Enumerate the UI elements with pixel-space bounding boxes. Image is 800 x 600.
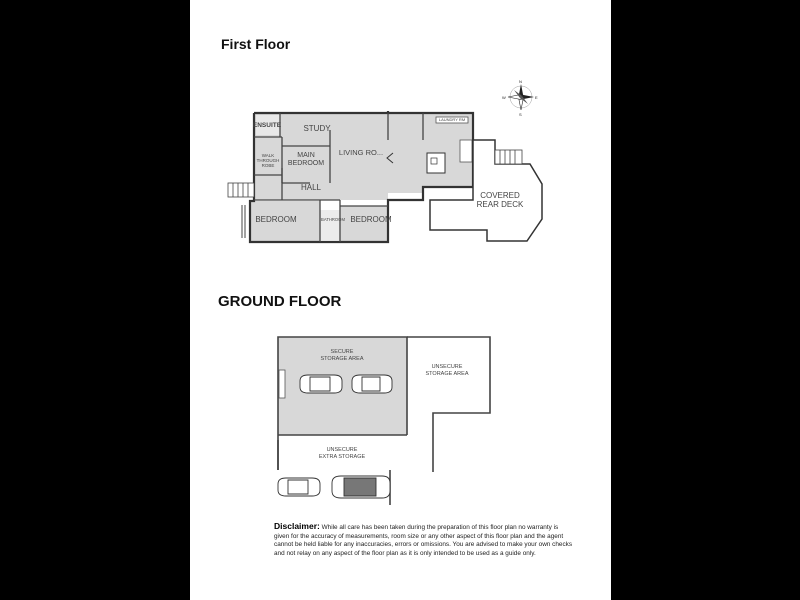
- compass-w: W: [502, 95, 506, 100]
- room-robe-line2: THROUGH: [257, 158, 280, 163]
- compass-e: E: [535, 95, 538, 100]
- room-robe-line1: WALK: [262, 153, 275, 158]
- car-icon: [331, 475, 391, 499]
- floor-plan-sheet: First Floor GROUND FLOOR: [190, 0, 611, 600]
- area-unsecure-line1: UNSECURE: [432, 364, 463, 370]
- compass-s: S: [519, 112, 522, 117]
- compass-icon: N S E W: [502, 79, 538, 117]
- area-unsecure-line2: STORAGE AREA: [426, 371, 469, 377]
- room-laundry: LAUNDRY RM: [439, 117, 465, 122]
- room-bathroom: BATHROOM: [321, 217, 345, 222]
- room-deck-line1: COVERED: [480, 191, 520, 200]
- room-living: LIVING RO...: [339, 148, 383, 157]
- room-deck-line2: REAR DECK: [477, 200, 524, 209]
- disclaimer-text: While all care has been taken during the…: [274, 524, 573, 557]
- room-robe-line3: ROBE: [262, 163, 275, 168]
- room-study: STUDY: [303, 124, 331, 133]
- room-main-bedroom-line1: MAIN: [297, 152, 315, 159]
- area-secure-line1: SECURE: [331, 349, 354, 355]
- area-secure-line2: STORAGE AREA: [321, 356, 364, 362]
- car-icon: [351, 374, 393, 394]
- area-extra-line2: EXTRA STORAGE: [319, 454, 366, 460]
- floor-plan-drawing: N S E W ENSUITE STUDY WALK THROUGH ROBE …: [227, 79, 543, 505]
- room-main-bedroom-line2: BEDROOM: [288, 160, 324, 167]
- car-icon: [277, 477, 321, 497]
- ground-floor-plan: SECURE STORAGE AREA UNSECURE STORAGE ARE…: [277, 336, 491, 505]
- room-bedroom-2: BEDROOM: [350, 215, 392, 224]
- room-bedroom-1: BEDROOM: [255, 215, 297, 224]
- compass-n: N: [519, 79, 522, 84]
- first-floor-plan: N S E W ENSUITE STUDY WALK THROUGH ROBE …: [227, 79, 543, 244]
- area-extra-line1: UNSECURE: [327, 447, 358, 453]
- disclaimer-label: Disclaimer:: [274, 521, 320, 531]
- disclaimer: Disclaimer: While all care has been take…: [274, 522, 574, 558]
- room-ensuite: ENSUITE: [253, 122, 282, 129]
- room-hall: HALL: [301, 183, 322, 192]
- car-icon: [299, 374, 343, 394]
- ground-floor-title: GROUND FLOOR: [218, 293, 342, 310]
- first-floor-title: First Floor: [221, 36, 291, 52]
